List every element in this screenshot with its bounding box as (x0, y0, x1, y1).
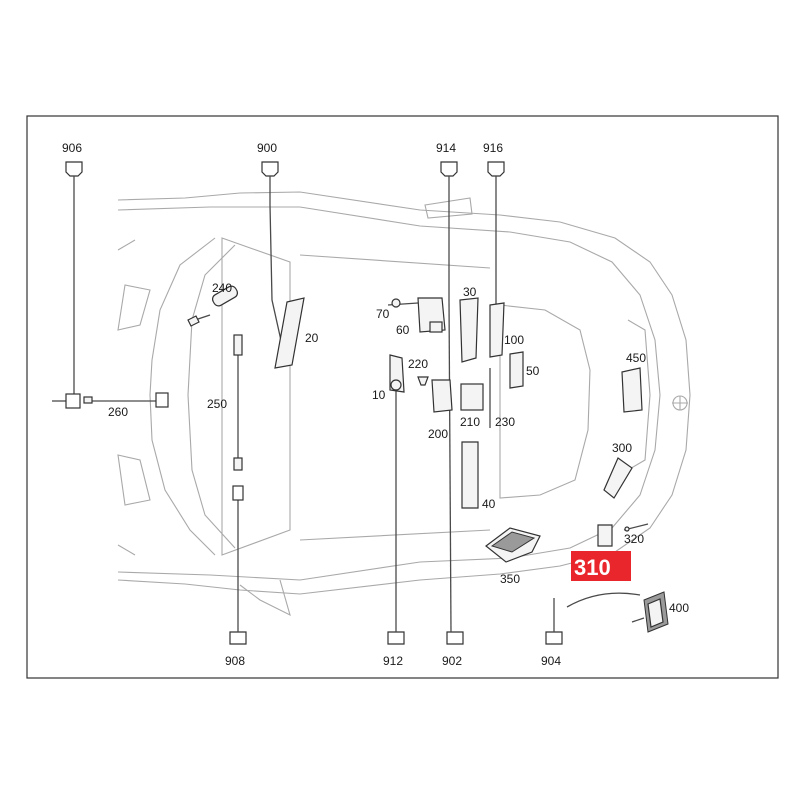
part-200: 200 (428, 379, 453, 441)
part-label: 210 (460, 415, 480, 429)
part-30: 30 (459, 285, 479, 363)
part-50: 50 (509, 351, 540, 389)
part-210: 210 (460, 383, 484, 429)
connector-label: 912 (383, 654, 403, 668)
part-350: 350 (485, 527, 541, 586)
connector-912: 912 (383, 631, 405, 668)
connector-916: 916 (483, 141, 505, 177)
wiring (52, 176, 641, 633)
connector-904: 904 (541, 631, 563, 668)
part-220: 220 (408, 357, 429, 386)
diagram-frame (26, 115, 779, 679)
connector-label: 906 (62, 141, 82, 155)
connector-label: 900 (257, 141, 277, 155)
part-label: 200 (428, 427, 448, 441)
part-label: 220 (408, 357, 428, 371)
connector-908: 908 (225, 631, 247, 668)
part-label: 240 (212, 281, 232, 295)
part-label: 400 (669, 601, 689, 615)
connector-914: 914 (436, 141, 458, 177)
part-label: 30 (463, 285, 477, 299)
connector-label: 908 (225, 654, 245, 668)
connector-902: 902 (442, 631, 464, 668)
part-400: 400 (631, 591, 689, 633)
part-300: 300 (603, 441, 633, 499)
part-label: 230 (495, 415, 515, 429)
part-260: 260 (65, 392, 169, 419)
part-label: 320 (624, 532, 644, 546)
part-100: 100 (489, 302, 524, 358)
part-250: 250 (207, 334, 244, 501)
car-outline (117, 191, 691, 617)
part-10: 10 (372, 354, 405, 402)
highlight-box (571, 551, 631, 581)
highlight-310: 310 (571, 551, 631, 581)
part-70: 70 (376, 298, 401, 321)
part-240: 240 (187, 281, 239, 327)
part-label: 70 (376, 307, 390, 321)
highlight-label: 310 (574, 555, 611, 580)
part-label: 60 (396, 323, 410, 337)
part-label: 450 (626, 351, 646, 365)
connector-906: 906 (62, 141, 83, 177)
part-label: 50 (526, 364, 540, 378)
part-label: 300 (612, 441, 632, 455)
connector-900: 900 (257, 141, 279, 177)
part-320: 320 (597, 523, 649, 547)
part-40: 40 (461, 441, 496, 511)
part-label: 20 (305, 331, 319, 345)
part-20: 20 (274, 297, 319, 369)
part-label: 260 (108, 405, 128, 419)
connector-label: 902 (442, 654, 462, 668)
connector-label: 904 (541, 654, 561, 668)
connector-label: 916 (483, 141, 503, 155)
part-label: 40 (482, 497, 496, 511)
connector-label: 914 (436, 141, 456, 155)
part-60: 60 (396, 297, 446, 337)
part-label: 350 (500, 572, 520, 586)
part-230: 230 (489, 368, 515, 429)
part-label: 100 (504, 333, 524, 347)
part-label: 250 (207, 397, 227, 411)
part-label: 10 (372, 388, 386, 402)
part-450: 450 (621, 351, 646, 413)
